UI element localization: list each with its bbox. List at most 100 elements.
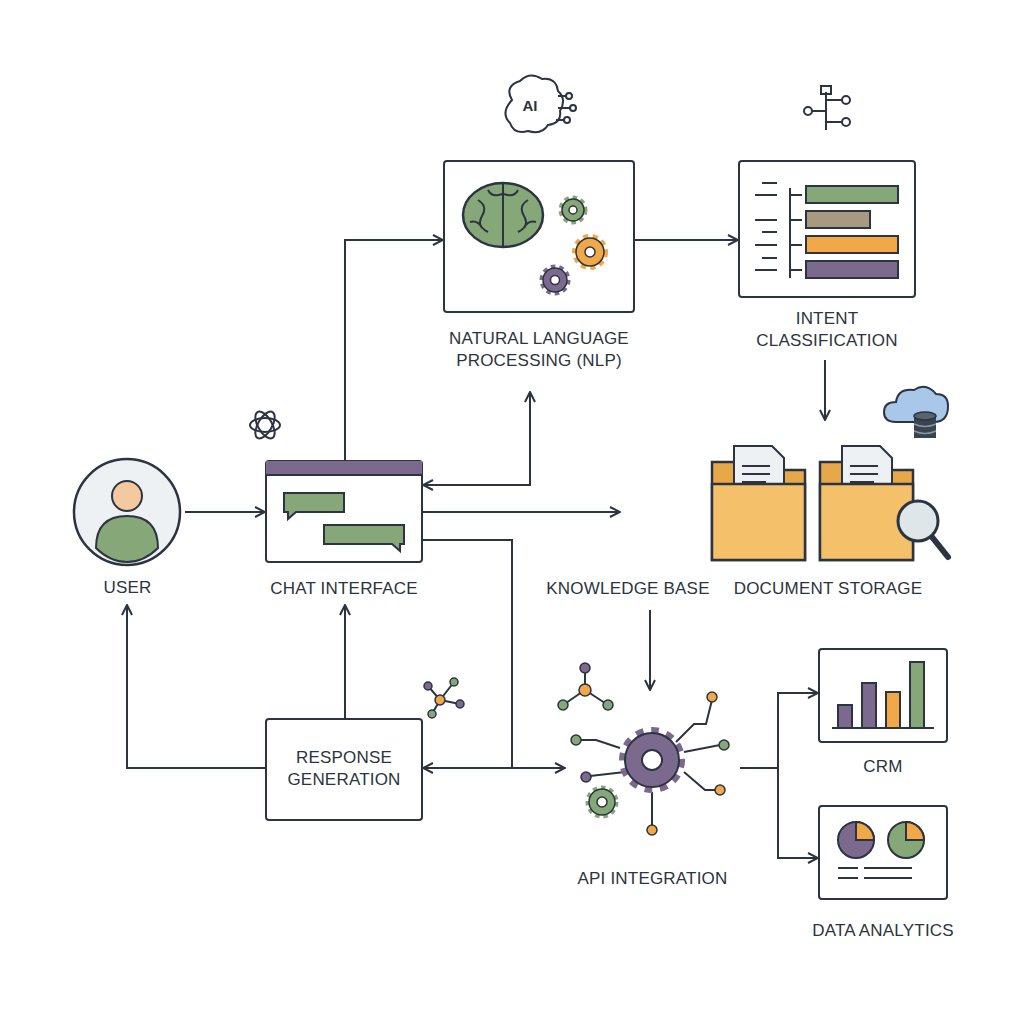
connector-arrow [740,768,818,858]
process-box: RESPONSE GENERATION [265,718,423,821]
node-label: RESPONSE GENERATION [270,747,418,791]
hierarchy-icon [804,86,850,130]
folder-icon-part [712,462,805,560]
icon-label: AI [513,97,547,114]
network-icon-part [456,700,464,708]
box-outline [265,460,423,563]
process-box: NATURAL LANGUAGE PROCESSING (NLP) [443,160,635,392]
api-network-icon-part [580,700,720,826]
api-network-icon-part [580,663,590,673]
folder-search-icon-part [898,501,938,541]
cloud-database-icon-part [884,387,948,422]
api-network-icon-part [558,700,568,710]
api-network-icon-part [707,692,717,702]
user-avatar [74,459,180,565]
ai-brain-icon-part [570,105,576,111]
ai-brain-icon [505,75,576,132]
box-outline [443,160,635,313]
api-network-icon-part [579,684,591,696]
chat-logo [250,409,280,442]
api-network-icon-part [647,825,657,835]
node-label: KNOWLEDGE BASE [530,578,726,600]
api-network-icon-part [719,740,729,750]
ai-brain-icon-part [556,96,570,120]
integration-node: API INTEGRATION [565,690,740,895]
node-label: CRM [818,756,948,778]
network-icon-part [450,678,458,686]
connector-arrow [824,360,826,420]
hierarchy-icon-part [842,96,850,104]
api-network-icon-part [642,750,662,770]
api-network-icon-part [589,789,615,815]
connector-arrow [185,511,265,513]
network-icon-part [428,682,460,714]
connector-arrow [423,511,620,513]
actor-node: USER [70,455,185,605]
storage-node: DOCUMENT STORAGE [818,420,948,610]
node-label: API INTEGRATION [545,868,760,890]
node-label: DOCUMENT STORAGE [708,578,948,600]
folder-icon-part [712,484,805,560]
connector-arrow [127,605,265,768]
hierarchy-icon-part [842,118,850,126]
system-box: DATA ANALYTICS [818,805,948,945]
connector-arrow [635,239,738,241]
folder-search-icon-part [850,466,878,482]
chat-logo-part [251,409,278,442]
connector-arrow [740,693,818,768]
connector-arrow [423,540,565,768]
node-label: DATA ANALYTICS [778,920,988,942]
cloud-database-icon-part [914,424,936,434]
api-network-icon-part [625,733,679,787]
hierarchy-icon-part [804,107,812,115]
folder-search-icon-part [820,484,913,560]
box-outline [818,648,948,743]
user-avatar-part [74,459,180,565]
folder-icon [712,446,805,560]
connector-arrow [344,605,346,718]
box-outline [818,805,948,900]
ai-brain-icon-part [505,75,563,132]
user-avatar-part [112,481,142,511]
api-network-icon-part [625,733,679,787]
node-label: NATURAL LANGUAGE PROCESSING (NLP) [439,328,639,372]
ai-brain-icon-part [564,117,570,123]
connector-arrow [345,240,443,460]
connector-arrow [423,392,530,485]
interface-box: CHAT INTERFACE [265,460,423,605]
folder-icon-part [734,446,784,508]
node-label: CHAT INTERFACE [235,578,453,600]
user-avatar-part [96,516,158,562]
api-network-icon-part [589,789,615,815]
connector-arrow [649,610,651,690]
cloud-database-icon-part [914,412,936,420]
box-outline [265,718,423,821]
hierarchy-icon-part [812,92,842,130]
network-icon-part [424,682,432,690]
system-box: CRM [818,648,948,783]
process-box: INTENT CLASSIFICATION [738,160,916,360]
network-icon [424,678,464,718]
api-network-icon-part [597,797,607,807]
connector-arrow [423,540,512,768]
folder-search-icon-part [842,446,892,508]
api-network-icon-part [581,772,591,782]
folder-icon-part [742,466,770,482]
chat-logo-part [250,418,280,432]
network-icon-part [428,710,436,718]
folder-search-icon-part [932,537,948,557]
cloud-database-icon-part [914,416,936,438]
network-icon-part [435,695,445,705]
folder-search-icon [820,446,948,560]
cloud-database-icon [884,387,948,438]
node-label: USER [50,577,205,599]
node-label: INTENT CLASSIFICATION [728,308,926,352]
api-network-icon-part [603,700,613,710]
api-network-icon-part [563,668,608,705]
chat-logo-part [251,409,278,442]
api-network-icon [558,663,729,835]
folder-search-icon-part [820,462,913,560]
hierarchy-icon-part [821,86,831,94]
api-network-icon-part [715,785,725,795]
